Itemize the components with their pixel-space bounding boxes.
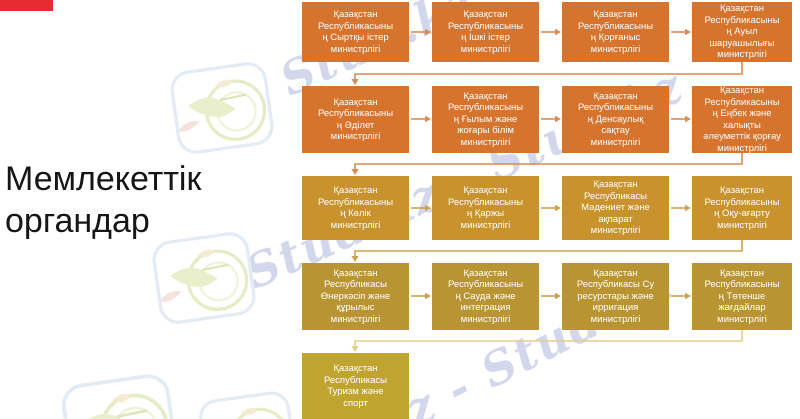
- org-box-enlightenment: Қазақстан Республикасыны ң Оқу-ағарту ми…: [692, 176, 792, 240]
- org-box-water-resources-irrigation: Қазақстан Республикасы Су ресурстары жән…: [562, 263, 669, 330]
- studkz-bird-logo-icon: [59, 371, 180, 419]
- org-box-justice: Қазақстан Республикасыны ң Әділет минист…: [302, 86, 409, 153]
- studkz-bird-logo-icon: [168, 59, 276, 157]
- org-box-science-higher-education: Қазақстан Республикасыны ң Ғылым және жо…: [432, 86, 539, 153]
- org-box-labor-social-protection: Қазақстан Республикасыны ң Еңбек және ха…: [692, 86, 792, 153]
- org-box-healthcare: Қазақстан Республикасыны ң Денсаулық сақ…: [562, 86, 669, 153]
- org-box-tourism-sport: Қазақстан Республикасы Туризм және спорт: [302, 353, 409, 419]
- org-box-trade-integration: Қазақстан Республикасыны ң Сауда және ин…: [432, 263, 539, 330]
- org-box-agriculture: Қазақстан Республикасыны ң Ауыл шаруашыл…: [692, 2, 792, 62]
- accent-bar: [0, 0, 53, 11]
- org-box-industry-construction: Қазақстан Республикасы Өнеркәсіп және құ…: [302, 263, 409, 330]
- org-box-finance: Қазақстан Республикасыны ң Қаржы министр…: [432, 176, 539, 240]
- org-box-culture-information: Қазақстан Республикасы Мәдениет және ақп…: [562, 176, 669, 240]
- org-box-defense: Қазақстан Республикасыны ң Қорғаныс мини…: [562, 2, 669, 62]
- org-box-emergency-situations: Қазақстан Республикасыны ң Төтенше жағда…: [692, 263, 792, 330]
- org-box-foreign-affairs: Қазақстан Республикасыны ң Сыртқы істер …: [302, 2, 409, 62]
- org-box-internal-affairs: Қазақстан Республикасыны ң Ішкі істер ми…: [432, 2, 539, 62]
- org-box-transport: Қазақстан Республикасыны ң Көлік министр…: [302, 176, 409, 240]
- slide-title: Мемлекеттік органдар: [5, 160, 202, 240]
- studkz-bird-logo-icon: [196, 389, 299, 419]
